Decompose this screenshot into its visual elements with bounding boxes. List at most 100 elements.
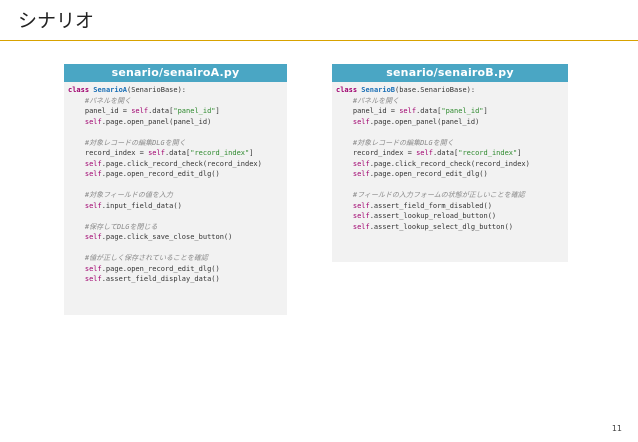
code-token-plain: panel_id = [352,107,400,115]
code-token-plain: .assert_field_form_disabled() [369,201,492,210]
code-token-plain: .page.click_record_check(record_index) [369,159,530,168]
code-line [68,180,283,191]
code-line: self.page.open_record_edit_dlg() [68,264,283,275]
code-line: #パネルを開く [68,96,283,107]
code-token-self: self [84,117,102,126]
code-block-a: class SenarioA(SenarioBase): #パネルを開く pan… [64,82,287,315]
code-line: panel_id = self.data["panel_id"] [68,106,283,117]
code-token-plain: panel_id = [84,107,132,115]
code-token-self: self [399,107,417,115]
code-line: self.input_field_data() [68,201,283,212]
code-line: self.assert_field_form_disabled() [336,201,564,212]
code-token-cm: #対象レコードの編集DLGを開く [84,138,186,147]
code-token-cm: #パネルを開く [84,96,132,105]
code-token-self: self [84,159,102,168]
code-line: record_index = self.data["record_index"] [68,148,283,159]
code-token-kw: class [68,86,94,94]
code-line: self.page.click_record_check(record_inde… [336,159,564,170]
code-line: self.page.open_panel(panel_id) [68,117,283,128]
code-token-self: self [148,149,165,157]
code-token-plain: .assert_lookup_reload_button() [369,212,497,220]
code-token-plain: .assert_lookup_select_dlg_button() [369,222,514,231]
code-token-str: "panel_id" [173,107,216,115]
code-token-str: "record_index" [458,149,518,157]
code-panel-b-filename: senario/senairoB.py [332,64,568,82]
code-token-cls: SenarioB [361,86,396,94]
code-line: self.page.click_save_close_button() [68,232,283,243]
code-token-str: "panel_id" [441,107,484,115]
code-token-self: self [352,170,370,178]
page-number: 11 [611,424,622,433]
code-token-self: self [84,201,102,210]
code-token-plain: .data[ [148,107,174,115]
code-token-plain: .page.open_record_edit_dlg() [101,264,220,273]
code-token-cm: #対象フィールドの値を入力 [84,191,173,199]
code-line [68,211,283,222]
code-token-plain: .input_field_data() [101,201,182,210]
code-token-plain: .data[ [432,149,459,157]
code-line: #対象レコードの編集DLGを開く [336,138,564,149]
code-token-plain: .page.click_record_check(record_index) [101,159,262,168]
code-token-self: self [352,117,370,126]
code-line: #対象レコードの編集DLGを開く [68,138,283,149]
code-token-plain: .data[ [416,107,442,115]
slide-title: シナリオ [18,10,95,32]
code-token-plain: .data[ [164,149,191,157]
code-token-plain: (SenarioBase): [127,86,187,94]
code-panel-a-filename: senario/senairoA.py [64,64,287,82]
code-line: self.assert_lookup_reload_button() [336,211,564,222]
code-token-plain: .page.open_record_edit_dlg() [101,170,220,178]
code-line: panel_id = self.data["panel_id"] [336,106,564,117]
code-token-self: self [352,212,370,220]
code-line: #対象フィールドの値を入力 [68,190,283,201]
code-line [68,243,283,254]
code-token-plain: .page.open_panel(panel_id) [369,117,480,126]
code-token-self: self [84,233,102,241]
title-divider [0,40,638,41]
code-token-kw: class [336,86,362,94]
code-token-plain: ] [249,149,254,157]
code-line: self.page.click_record_check(record_inde… [68,159,283,170]
code-token-plain: .page.click_save_close_button() [101,233,233,241]
code-token-plain: record_index = [84,149,149,157]
code-token-self: self [352,201,370,210]
code-token-plain: ] [517,149,522,157]
code-line: self.page.open_record_edit_dlg() [68,169,283,180]
code-token-self: self [352,222,370,231]
code-token-plain: record_index = [352,149,417,157]
code-token-plain: (base.SenarioBase): [395,86,476,94]
code-token-self: self [84,170,102,178]
code-token-self: self [84,264,102,273]
code-line: #値が正しく保存されていることを確認 [68,253,283,264]
code-token-cm: #フィールドの入力フォームの状態が正しいことを確認 [352,191,525,199]
code-line: self.assert_lookup_select_dlg_button() [336,222,564,233]
code-panel-scenario-b: senario/senairoB.py class SenarioB(base.… [332,64,568,262]
code-block-b: class SenarioB(base.SenarioBase): #パネルを開… [332,82,568,262]
code-token-cm: #値が正しく保存されていることを確認 [84,254,208,262]
code-token-self: self [352,159,370,168]
code-token-plain: .page.open_panel(panel_id) [101,117,212,126]
code-token-plain: ] [483,107,488,115]
code-line: #パネルを開く [336,96,564,107]
code-token-plain: .page.open_record_edit_dlg() [369,170,488,178]
code-line: record_index = self.data["record_index"] [336,148,564,159]
code-token-self: self [131,107,149,115]
code-line [68,127,283,138]
code-line [336,180,564,191]
code-line: self.page.open_record_edit_dlg() [336,169,564,180]
code-line: class SenarioA(SenarioBase): [68,85,283,96]
code-token-self: self [416,149,433,157]
code-line: #保存してDLGを閉じる [68,222,283,233]
code-token-self: self [84,275,102,283]
code-token-plain: ] [215,107,220,115]
code-line: class SenarioB(base.SenarioBase): [336,85,564,96]
code-token-str: "record_index" [190,149,250,157]
code-token-plain: .assert_field_display_data() [101,275,220,283]
code-line: #フィールドの入力フォームの状態が正しいことを確認 [336,190,564,201]
code-token-cm: #保存してDLGを閉じる [84,222,158,231]
code-token-cm: #パネルを開く [352,96,400,105]
code-token-cm: #対象レコードの編集DLGを開く [352,138,454,147]
code-line [336,127,564,138]
code-line: self.page.open_panel(panel_id) [336,117,564,128]
code-line: self.assert_field_display_data() [68,274,283,285]
